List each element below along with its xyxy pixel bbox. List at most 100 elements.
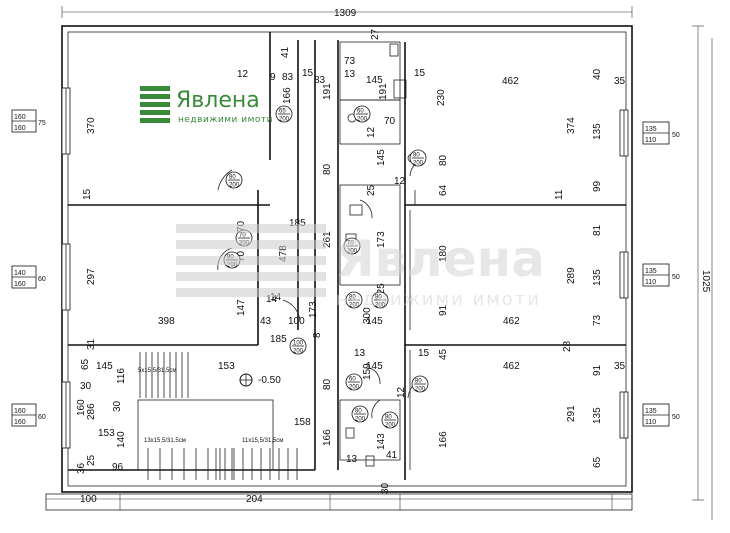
- door-tag-height: 200: [349, 385, 360, 391]
- dim: 145: [366, 316, 383, 327]
- dim: 398: [158, 316, 175, 327]
- dim: 30: [112, 400, 123, 412]
- logo-tagline: недвижими имоти: [178, 115, 273, 125]
- dim: 116: [116, 368, 127, 384]
- dim: 14: [270, 292, 282, 303]
- dim: 125: [376, 283, 387, 300]
- door-tag-width: 80: [355, 409, 362, 415]
- dim: 185: [270, 334, 287, 345]
- door-tag-height: 200: [355, 417, 366, 423]
- toilet-icon: [365, 455, 375, 467]
- dim: 166: [322, 429, 333, 446]
- dim: 45: [438, 348, 449, 360]
- sink-icon: [345, 427, 355, 439]
- dimension-labels: 12 9 83 15 83 73 13 145 15 462 35 70 12 …: [80, 56, 626, 473]
- window-tag-left: 160 160 60: [11, 381, 71, 449]
- door-tag-width: 80: [385, 415, 392, 421]
- stairs: [139, 352, 298, 480]
- door-tag-width: 80: [415, 379, 422, 385]
- window-width: 140: [14, 270, 26, 277]
- dim: 166: [282, 87, 293, 104]
- dim: 300: [362, 307, 373, 324]
- dim: 25: [86, 454, 97, 466]
- dim: 91: [438, 304, 449, 316]
- window-height: 160: [14, 125, 26, 132]
- dim: 83: [282, 72, 294, 83]
- dim: 25: [366, 184, 377, 196]
- level-marker: -0.50: [239, 373, 281, 387]
- window-sill: 75: [38, 120, 46, 127]
- door-tag-height: 200: [413, 161, 424, 167]
- dim: 15: [82, 188, 93, 200]
- dim: 40: [592, 68, 603, 80]
- door-tag-height: 200: [385, 423, 396, 429]
- door-tag-width: 70: [239, 233, 246, 239]
- window-width: 160: [14, 408, 26, 415]
- dim: 166: [438, 431, 449, 448]
- dim: 80: [322, 378, 333, 390]
- dim: 9: [270, 72, 276, 83]
- stair-label-1: 5x15,5/31,5см: [138, 368, 176, 374]
- dim: 261: [322, 231, 333, 248]
- watermark-icon: [176, 224, 326, 297]
- window-tag-left: 160 160 75: [11, 87, 71, 155]
- dim: 15: [302, 68, 314, 79]
- dim: 96: [112, 462, 124, 473]
- dim: 140: [116, 431, 127, 448]
- door-tag-width: 70: [347, 241, 354, 247]
- door-tag-width: 60: [349, 377, 356, 383]
- dim: 230: [436, 89, 447, 106]
- dim: 135: [592, 407, 603, 424]
- dim: 158: [294, 417, 311, 428]
- stair-label-2: 13x15,5/31,5см: [144, 438, 186, 444]
- dim: 462: [503, 361, 520, 372]
- window-height: 160: [14, 419, 26, 426]
- door-tag-height: 200: [349, 303, 360, 309]
- window-sill: 60: [38, 414, 46, 421]
- window-width: 135: [645, 126, 657, 133]
- dim: 64: [438, 184, 449, 196]
- dim: 374: [566, 117, 577, 134]
- stair-label-3: 11x15,5/31,5см: [242, 438, 283, 444]
- dim: 73: [344, 56, 356, 67]
- logo-name: Явлена: [176, 88, 260, 113]
- door-tag-width: 80: [349, 295, 356, 301]
- level-value: -0.50: [258, 375, 281, 386]
- dim: 145: [376, 149, 387, 166]
- dim: 173: [308, 301, 319, 318]
- dim: 35: [614, 361, 626, 372]
- dim: 8: [312, 332, 323, 338]
- window-width: 160: [14, 114, 26, 121]
- window-sill: 60: [38, 276, 46, 283]
- stair-labels: 5x15,5/31,5см 13x15,5/31,5см 11x15,5/31,…: [138, 368, 283, 444]
- door-tag-height: 200: [279, 117, 290, 123]
- dim: 15: [414, 68, 426, 79]
- overall-dimensions: 1309 1025: [61, 6, 713, 520]
- window-sill: 50: [672, 414, 680, 421]
- logo-icon: [140, 86, 170, 123]
- dim-right-total: 1025: [700, 270, 711, 293]
- dim: 297: [86, 268, 97, 285]
- dim: 135: [592, 123, 603, 140]
- dim-bottom-204: 204: [246, 494, 263, 505]
- dim: 370: [86, 117, 97, 134]
- dim: 31: [86, 338, 97, 350]
- dim: 462: [502, 76, 519, 87]
- door-tag-height: 200: [229, 183, 240, 189]
- dim: 70: [384, 116, 396, 127]
- dim: 73: [592, 314, 603, 326]
- dim: 191: [322, 83, 333, 100]
